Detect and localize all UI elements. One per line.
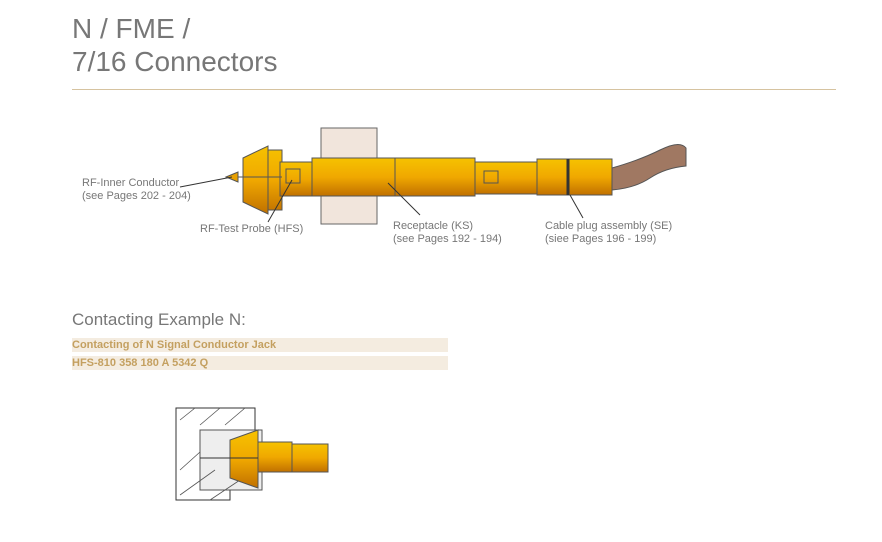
cable (611, 144, 687, 191)
test-probe-label: RF-Test Probe (HFS) (200, 223, 304, 235)
example-heading: Contacting Example N: (72, 310, 246, 329)
receptacle-name: Receptacle (KS) (393, 220, 474, 232)
contact-example-drawing (175, 407, 329, 501)
title-line2: 7/16 Connectors (72, 46, 278, 77)
cable-plug-name: Cable plug assembly (SE) (545, 220, 673, 232)
title-line1: N / FME / (72, 13, 191, 44)
example-part-number: HFS-810 358 180 A 5342 Q (72, 356, 448, 370)
cable-plug-pages: (siee Pages 196 - 199) (545, 233, 657, 245)
receptacle (311, 157, 476, 197)
receptacle-pages: (see Pages 192 - 194) (393, 233, 502, 245)
cable-plug (536, 158, 613, 196)
cable-plug-label: Cable plug assembly (SE)(siee Pages 196 … (545, 220, 672, 246)
example-description: Contacting of N Signal Conductor Jack (72, 338, 448, 352)
inner-conductor-label: RF-Inner Conductor(see Pages 202 - 204) (82, 177, 191, 203)
page-title: N / FME /7/16 Connectors (72, 12, 277, 78)
divider (72, 89, 836, 90)
inner-conductor-name: RF-Inner Conductor (82, 177, 180, 189)
inner-conductor-pages: (see Pages 202 - 204) (82, 190, 191, 202)
test-probe-head (242, 145, 283, 215)
receptacle-label: Receptacle (KS)(see Pages 192 - 194) (393, 220, 502, 246)
